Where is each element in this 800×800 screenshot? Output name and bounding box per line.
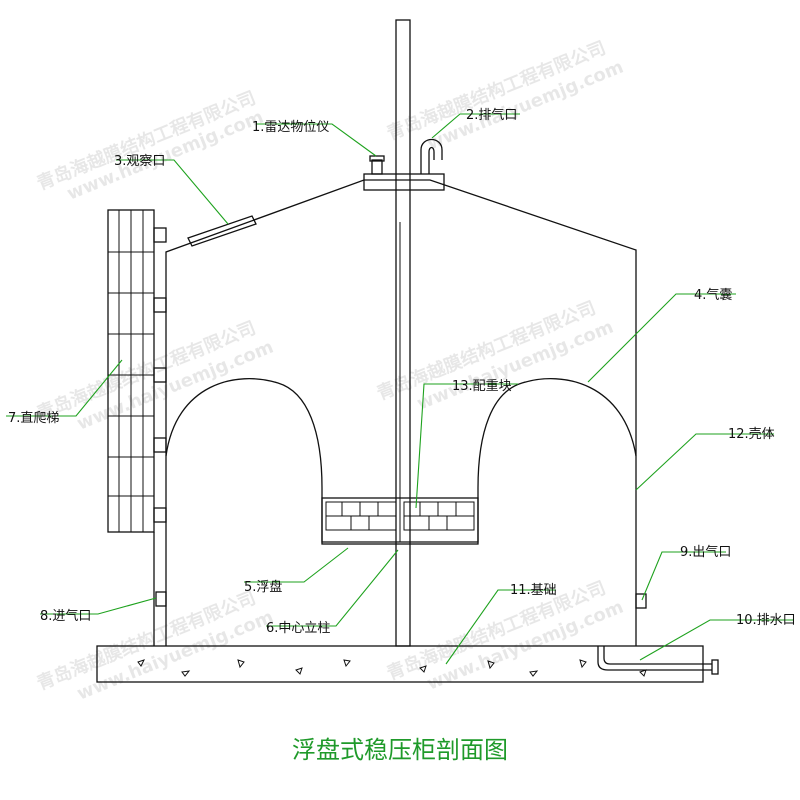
labels: 1.雷达物位仪 2.排气口 3.观察口 4.气囊 5.浮盘 6.中心立柱 7.直… (8, 107, 796, 636)
label-foundation: 11.基础 (510, 583, 557, 598)
leader-lines (6, 113, 794, 665)
center-column (395, 19, 411, 647)
radar-level-meter (369, 155, 385, 175)
vertical-ladder (107, 209, 167, 646)
label-air-outlet: 9.出气口 (680, 544, 731, 560)
air-inlet (155, 591, 167, 607)
label-drain-port: 10.排水口 (736, 613, 796, 628)
label-shell: 12.壳体 (728, 427, 775, 442)
exhaust-port-pipe (420, 138, 443, 174)
label-vertical-ladder: 7.直爬梯 (8, 411, 59, 426)
label-exhaust-port: 2.排气口 (466, 107, 517, 123)
label-air-inlet: 8.进气口 (40, 608, 91, 624)
label-center-column: 6.中心立柱 (266, 621, 330, 636)
drain-pipe-end (711, 659, 719, 675)
drawing-title: 浮盘式稳压柜剖面图 (292, 736, 508, 764)
label-counterweight-block: 13.配重块 (452, 378, 512, 394)
label-observation-port: 3.观察口 (114, 154, 165, 169)
label-air-bag: 4.气囊 (694, 287, 732, 303)
air-bag-membrane (165, 378, 637, 543)
label-floating-disc: 5.浮盘 (244, 579, 282, 595)
center-top-flange (363, 173, 445, 191)
label-radar-level-meter: 1.雷达物位仪 (252, 120, 329, 135)
drain-pipe (597, 646, 712, 671)
air-outlet (635, 593, 647, 609)
tank-shell (165, 173, 637, 646)
watermark-layer: 青岛海越膜结构工程有限公司 www.haiyuemjg.com 青岛海越膜结构工… (34, 37, 627, 705)
observation-port (187, 215, 257, 247)
